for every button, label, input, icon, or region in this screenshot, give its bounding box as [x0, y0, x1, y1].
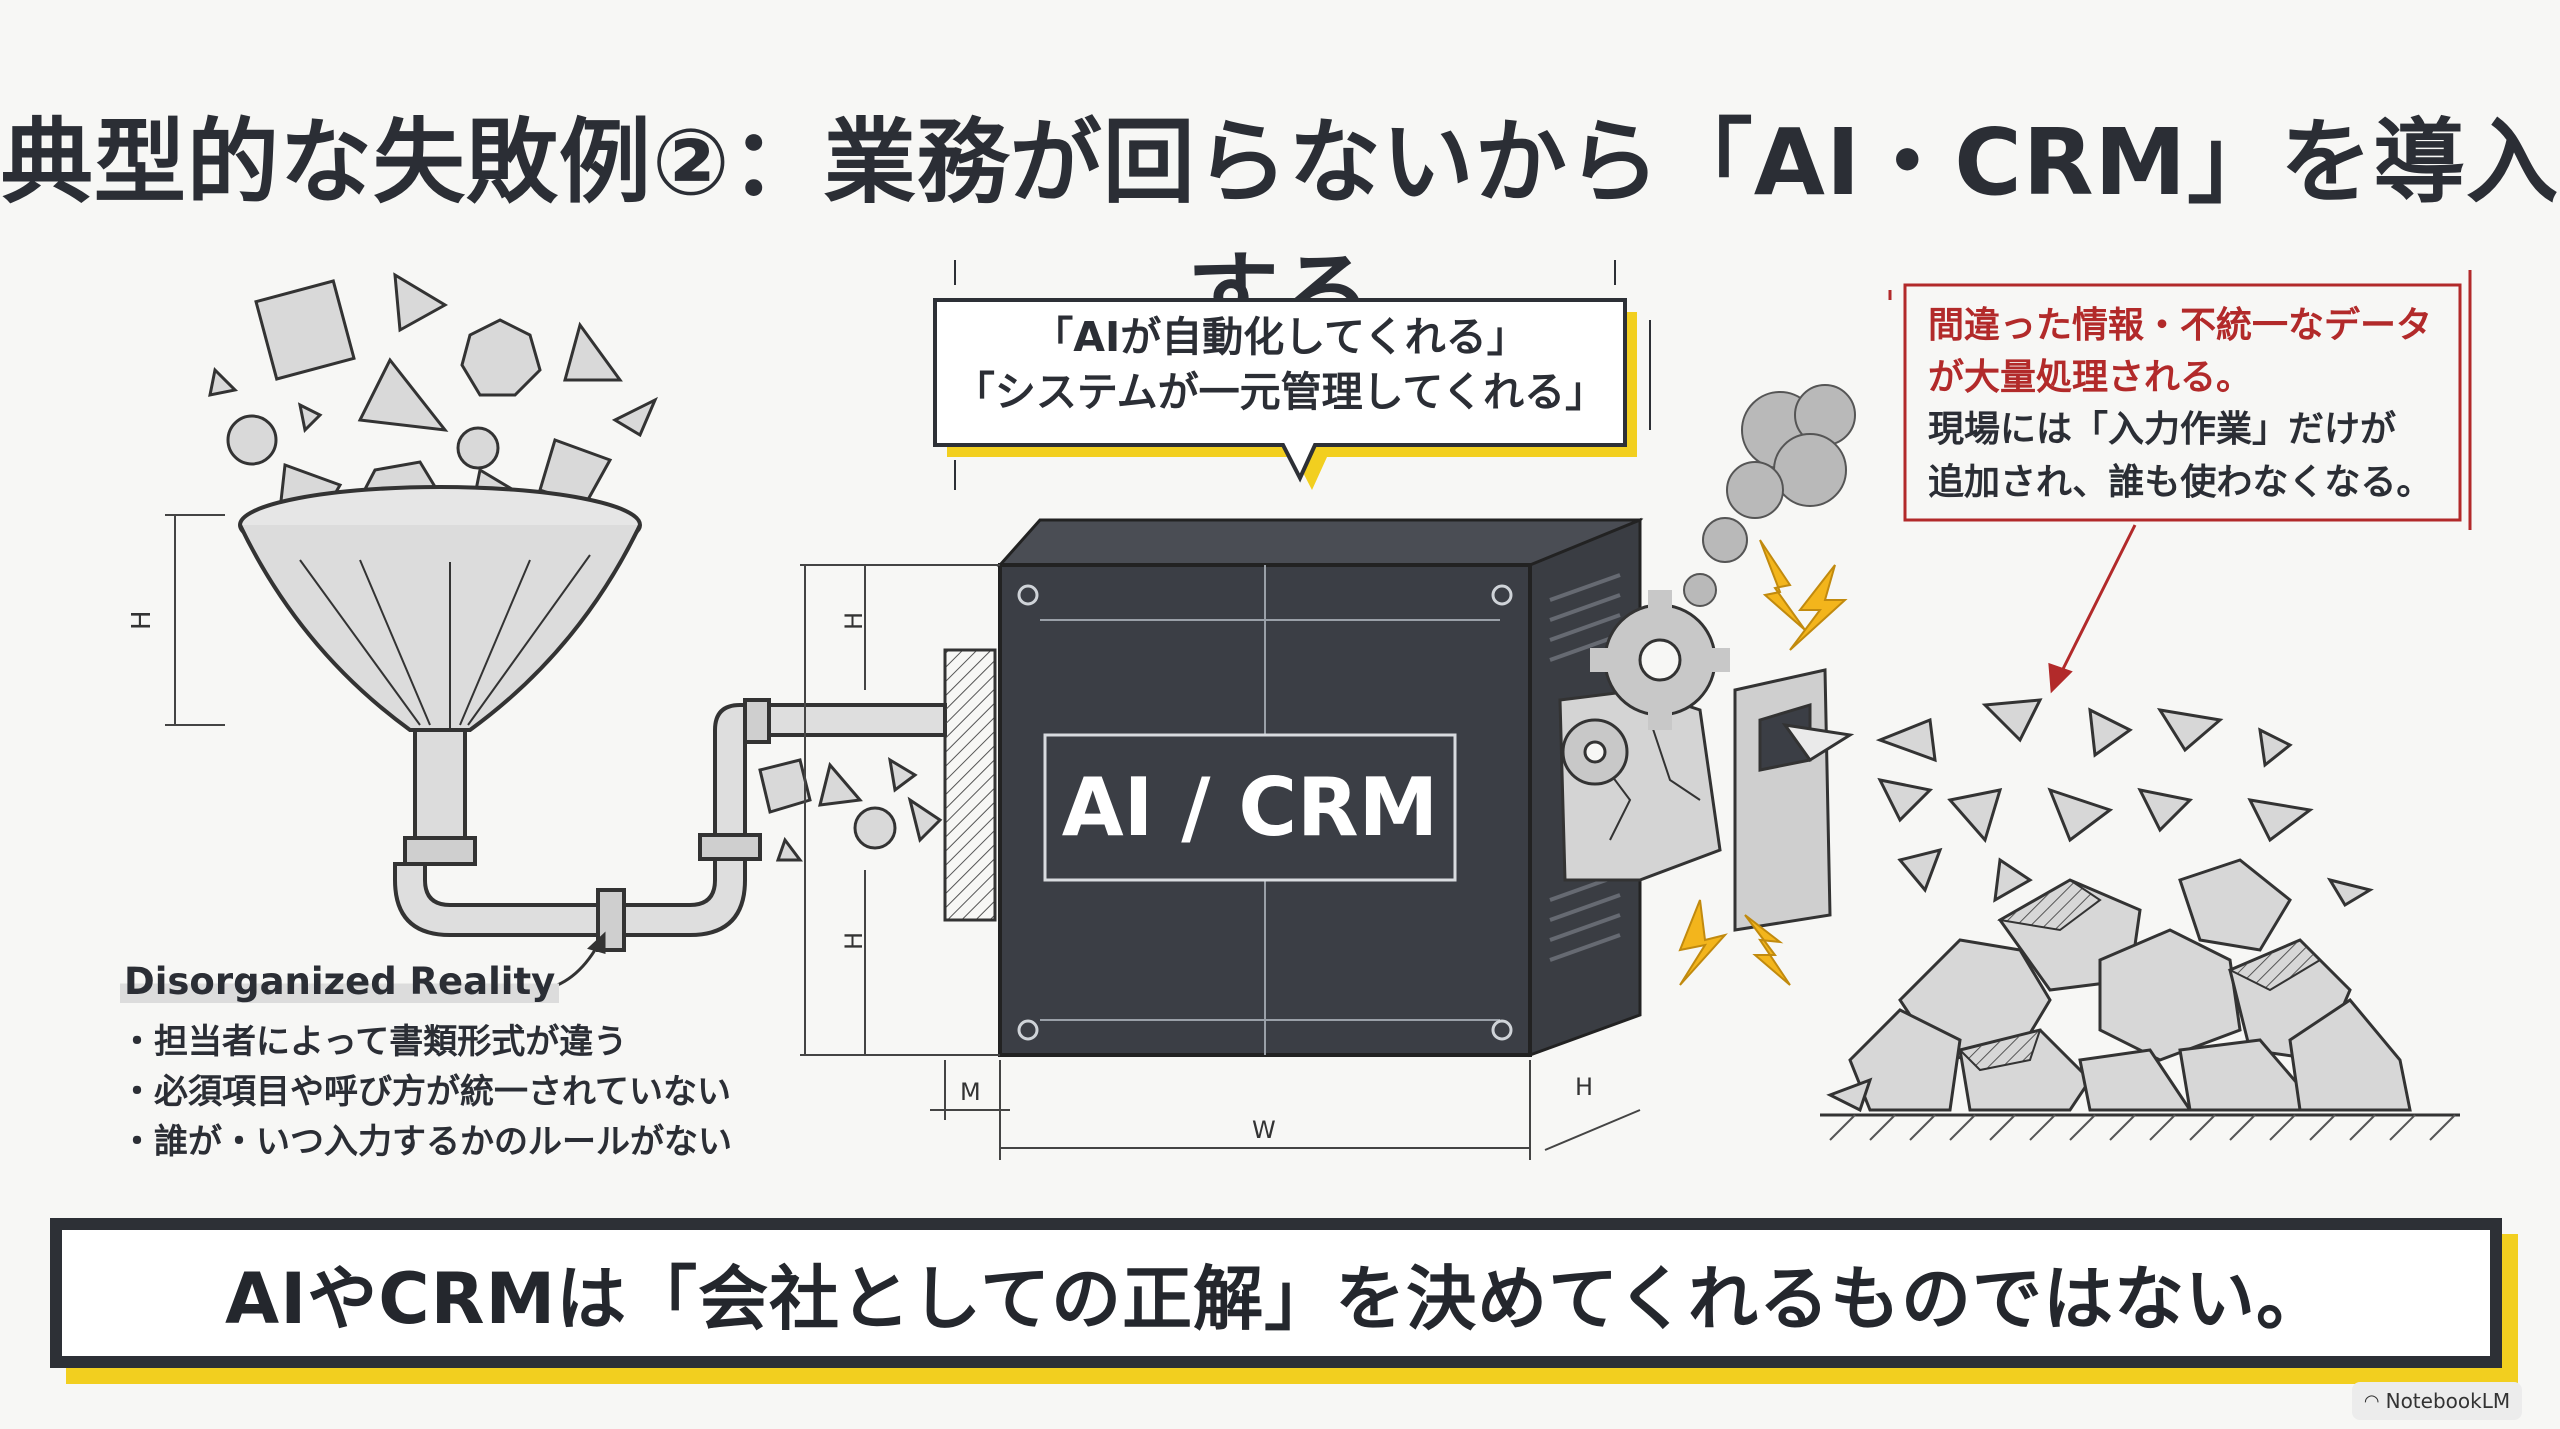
machine-h-top: H — [840, 612, 868, 630]
chaos-shapes — [208, 272, 658, 523]
speech-bubble — [933, 260, 1651, 490]
debris-hatch — [1958, 878, 2322, 1072]
machine-h-bottom: H — [840, 932, 868, 950]
reality-notes: Disorganized Reality 担当者によって書類形式が違う 必須項目… — [120, 960, 820, 1167]
bubble-line-2: 「システムが一元管理してくれる」 — [953, 368, 1607, 416]
warning-line-2: が大量処理される。 — [1928, 357, 2253, 399]
pipe — [393, 698, 947, 952]
funnel-h-label: H — [127, 610, 157, 630]
machine-dimensions — [800, 564, 1641, 1160]
warning-arrow — [2048, 524, 2137, 694]
notebook-icon: ◠ — [2363, 1390, 2380, 1412]
machine-depth-label: H — [1575, 1073, 1593, 1101]
funnel — [238, 485, 642, 866]
page-title: 典型的な失敗例②：業務が回らないから「AI・CRM」を導入する — [0, 109, 2560, 349]
reality-list: 担当者によって書類形式が違う 必須項目や呼び方が統一されていない 誰が・いつ入力… — [120, 1017, 820, 1167]
machine-label: AI / CRM — [1062, 761, 1439, 854]
entering-shapes — [758, 757, 943, 862]
conclusion-box: AIやCRMは「会社としての正解」を決めてくれるものではない。 — [50, 1218, 2502, 1368]
warning-line-3: 現場には「入力作業」だけが — [1928, 409, 2397, 451]
smoke-icon — [1683, 384, 1856, 607]
list-item: 誰が・いつ入力するかのルールがない — [120, 1117, 820, 1167]
debris-pile — [1826, 698, 2412, 1113]
gear-icon — [1561, 590, 1730, 786]
funnel-dimension — [165, 514, 225, 726]
conclusion-text: AIやCRMは「会社としての正解」を決めてくれるものではない。 — [225, 1257, 2327, 1340]
list-item: 担当者によって書類形式が違う — [120, 1017, 820, 1067]
list-item: 必須項目や呼び方が統一されていない — [120, 1067, 820, 1117]
machine-box — [943, 517, 1644, 1058]
warning-line-4: 追加され、誰も使わなくなる。 — [1928, 461, 2433, 503]
warning-note: 間違った情報・不統一なデータ が大量処理される。 現場には「入力作業」だけが 追… — [1928, 300, 2488, 509]
badge-label: NotebookLM — [2385, 1389, 2511, 1413]
warning-frame — [1888, 270, 2472, 530]
warning-line-1: 間違った情報・不統一なデータ — [1928, 305, 2433, 346]
spark-icon — [1678, 539, 1848, 986]
ground-hatch — [1829, 1114, 2456, 1141]
notebooklm-badge: ◠ NotebookLM — [2352, 1382, 2522, 1420]
reality-title: Disorganized Reality — [120, 960, 560, 1003]
speech-bubble-text: 「AIが自動化してくれる」 「システムが一元管理してくれる」 — [930, 280, 1630, 450]
machine-w-label: W — [1252, 1116, 1276, 1144]
bubble-line-1: 「AIが自動化してくれる」 — [1032, 312, 1528, 361]
machine-m-label: M — [960, 1078, 981, 1106]
